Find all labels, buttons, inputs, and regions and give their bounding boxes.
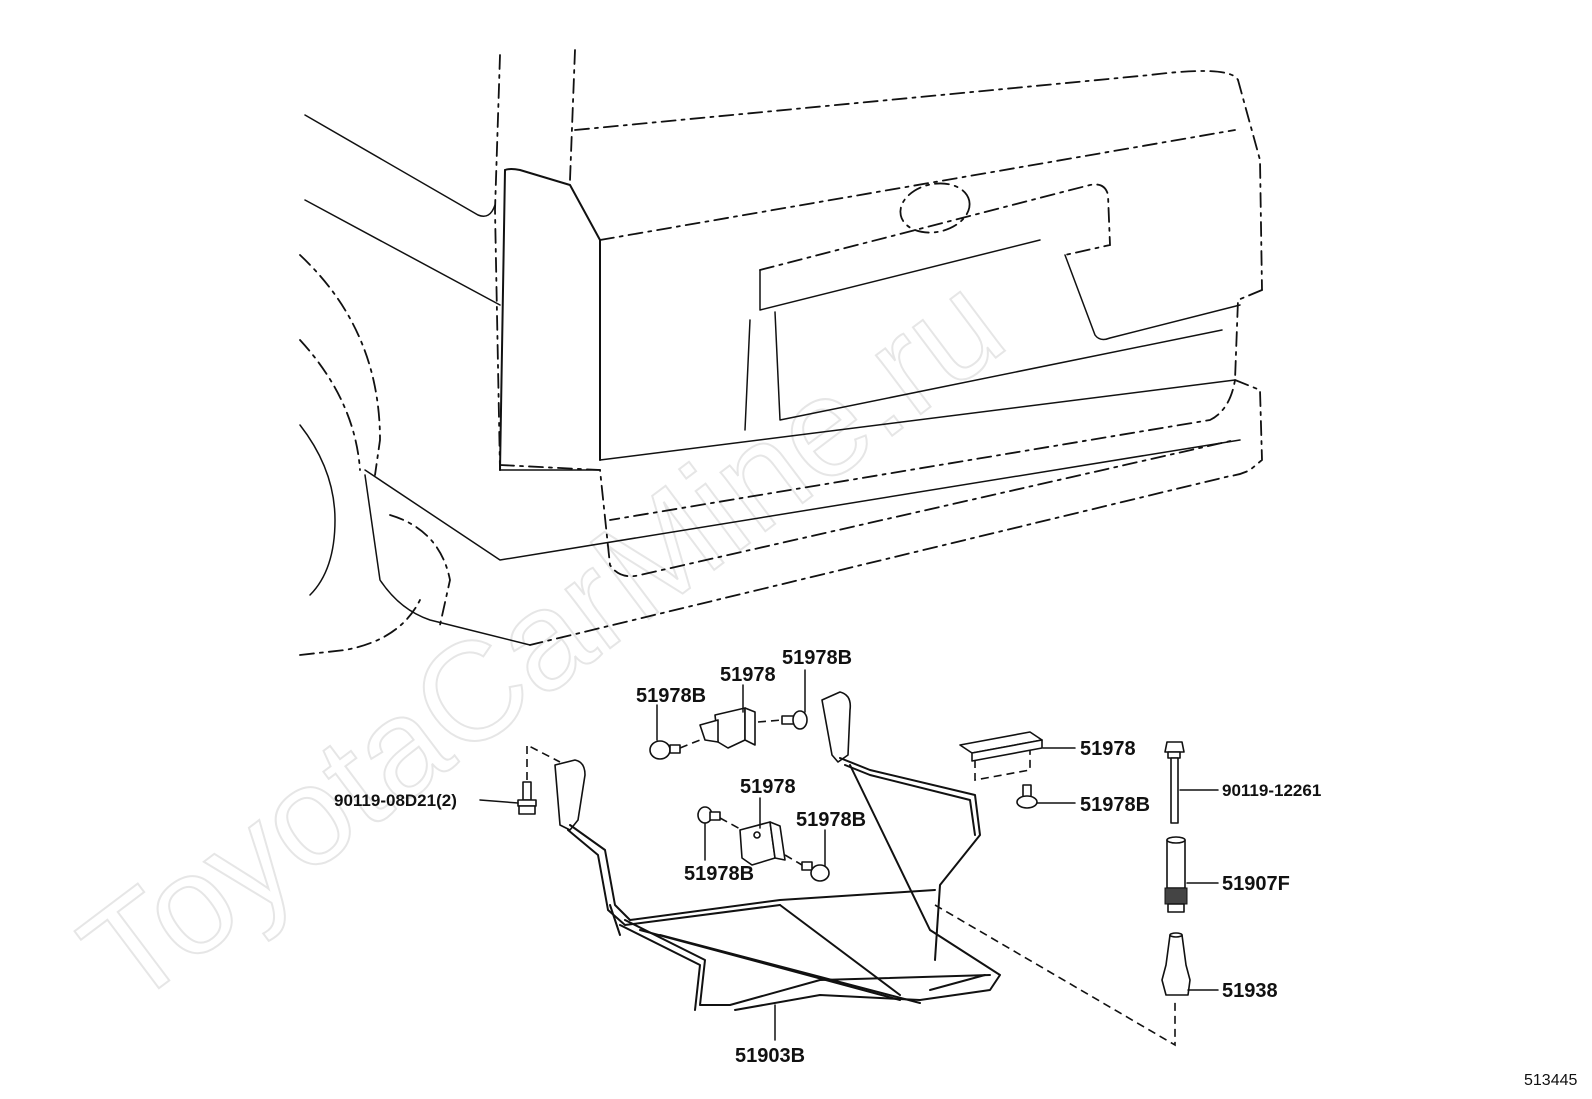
bolt-90119-12261 xyxy=(1164,741,1185,824)
watermark-text: ToyotaCarMine.ru xyxy=(54,244,1031,1034)
clip-51978b-middle-right xyxy=(801,861,830,882)
label-51938: 51938 xyxy=(1222,980,1278,1002)
diagram-id: 513445 xyxy=(1524,1072,1577,1089)
clip-guide-upper-left xyxy=(679,737,706,749)
label-51978-middle: 51978 xyxy=(740,776,796,798)
vehicle-rear-outline xyxy=(299,49,1263,656)
plate-51978-right xyxy=(959,731,1043,762)
bracket-51978-upper xyxy=(699,707,756,749)
leader-lines xyxy=(479,669,1219,1041)
label-90119-08d21: 90119-08D21(2) xyxy=(334,791,457,810)
clip-guide-middle-left xyxy=(719,817,743,831)
label-51978-right: 51978 xyxy=(1080,738,1136,760)
carrier-guide-line xyxy=(934,904,1176,1047)
label-51903b: 51903B xyxy=(735,1045,805,1067)
bolt-guide-line xyxy=(526,743,561,780)
clip-51978b-right xyxy=(1016,784,1038,809)
watermark: ToyotaCarMine.ru xyxy=(53,243,1032,1035)
label-51907f: 51907F xyxy=(1222,873,1290,895)
label-51978b-left: 51978B xyxy=(636,685,706,707)
cap-51938 xyxy=(1161,932,1191,996)
label-90119-12261: 90119-12261 xyxy=(1222,781,1321,800)
clip-guide-middle-right xyxy=(784,854,803,866)
label-51978b-low: 51978B xyxy=(684,863,754,885)
bracket-51978-middle xyxy=(739,821,786,866)
holder-51907f xyxy=(1164,836,1188,913)
label-51978-top: 51978 xyxy=(720,664,776,686)
clip-51978b-upper-right xyxy=(781,710,808,730)
spare-tire-carrier-51903b xyxy=(554,691,1001,1011)
label-51978b-right: 51978B xyxy=(1080,794,1150,816)
label-51978b-middle: 51978B xyxy=(796,809,866,831)
clip-51978b-middle-left xyxy=(697,806,721,824)
bolt-90119-08d21 xyxy=(517,781,537,815)
clip-51978b-upper-left xyxy=(649,740,681,760)
plate-guide-right xyxy=(974,750,1031,781)
clip-guide-upper-right xyxy=(757,719,783,723)
label-51978b-top: 51978B xyxy=(782,647,852,669)
